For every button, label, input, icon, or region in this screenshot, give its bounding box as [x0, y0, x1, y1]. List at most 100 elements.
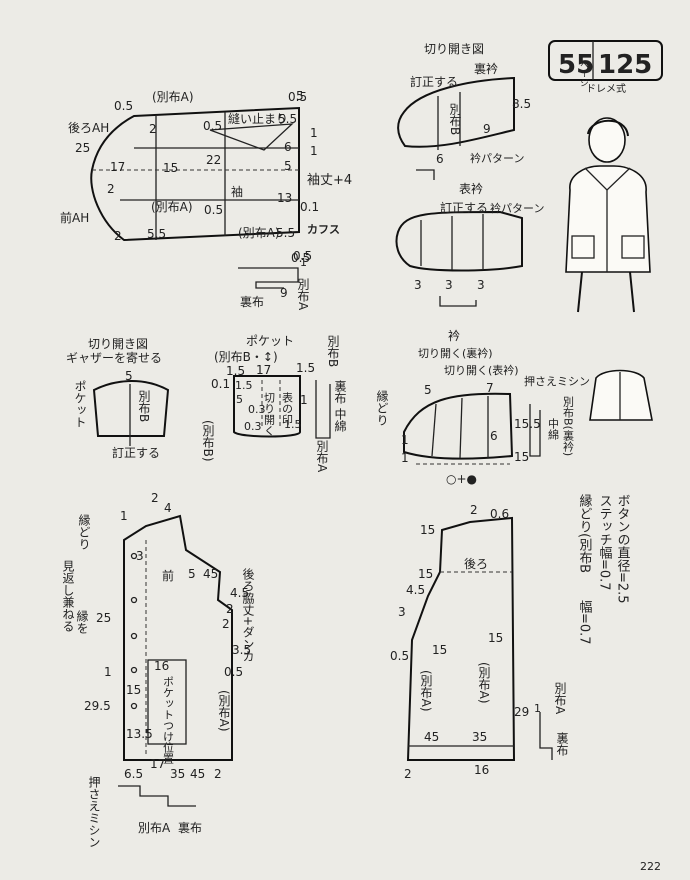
- label-notes-edge: 縁どり(別布B: [577, 493, 593, 573]
- label-front-n35: 3.5: [232, 643, 251, 657]
- page-ref-b: 125: [598, 50, 652, 80]
- label-pocket-n15d: 1.5: [284, 418, 302, 431]
- label-front-n2b: 2: [226, 602, 234, 616]
- label-topcollar-correct: 訂正する: [440, 200, 488, 215]
- front-bodice-pattern: 前 縁どり 見返し兼ねる 縁を 後ろ脇丈+ダンカ ポケットつけ位置 (別布A) …: [61, 491, 255, 848]
- label-back-n06: 0.6: [490, 507, 509, 521]
- label-front-n15: 15: [126, 683, 141, 697]
- label-collar-fabric: 別布B(裏衿): [562, 396, 575, 456]
- label-sleeve-side_label: (別布A): [151, 200, 193, 214]
- label-sleeve-n05d: 0.5: [288, 90, 307, 104]
- page-number: 222: [640, 860, 661, 873]
- label-notes-stitch: ステッチ幅=0.7: [597, 494, 613, 591]
- label-front-edge2: 縁を: [75, 609, 89, 634]
- label-pocket_slash-gather: ギャザーを寄せる: [66, 350, 162, 365]
- label-front-fabric_a: 別布A: [138, 821, 171, 835]
- label-front-n2d: 2: [214, 767, 222, 781]
- label-back-n2b: 2: [404, 767, 412, 781]
- label-sleeve-length_note: 袖丈+4: [307, 173, 352, 188]
- label-collar-interlining: 中綿: [547, 418, 560, 441]
- label-front-n1a: 1: [120, 509, 128, 523]
- label-back-n29: 29: [514, 705, 529, 719]
- label-collar-n155: 15.5: [514, 417, 541, 431]
- label-sleeve-back_ah: 後ろAH: [68, 121, 109, 135]
- notes: ボタンの直径=2.5 ステッチ幅=0.7 縁どり(別布B 幅=0.7: [577, 493, 631, 644]
- label-back-n2: 2: [470, 503, 478, 517]
- label-sleeve-n05e: 0.5: [291, 251, 310, 265]
- label-pocket-n03a: 0.3: [248, 403, 266, 416]
- label-sleeve-n2c: 2: [114, 229, 122, 243]
- label-front-n25: 25: [96, 611, 111, 625]
- cuff-detail: 裏布 別布A 0.5 9 1: [238, 249, 312, 311]
- label-sleeve-name: 袖: [231, 184, 243, 199]
- label-front-n295: 29.5: [84, 699, 111, 713]
- label-notes-button: ボタンの直径=2.5: [615, 494, 631, 604]
- undercollar-slash-diagram: 切り開き図 裏衿 訂正する 別布B 8.5 9 6 衿パターン: [397, 42, 531, 180]
- label-sleeve-n1b: 1: [310, 144, 318, 158]
- label-pocket-fabric_b: 別布B: [326, 335, 340, 368]
- label-collar-press: 押さえミシン: [524, 374, 590, 388]
- jacket-back-illustration: [589, 369, 653, 421]
- label-collar-n5: 5: [424, 383, 432, 397]
- label-back-n16: 16: [474, 763, 489, 777]
- label-sleeve-cuffs: カフス: [307, 223, 340, 236]
- label-pocket-title: ポケット: [246, 334, 294, 348]
- label-sleeve-n01: 0.1: [300, 200, 319, 214]
- label-back-n15d: 15: [488, 631, 503, 645]
- label-collar-n1a: 1: [401, 433, 409, 447]
- page-ref-kana: ページ: [578, 60, 589, 87]
- label-front-n1b: 1: [104, 665, 112, 679]
- label-collar_slash-pattern: 衿パターン: [470, 151, 524, 165]
- label-front-n45a: 45: [203, 567, 218, 581]
- label-front-n2c: 2: [222, 617, 230, 631]
- label-collar-edge: 縁どり: [375, 389, 389, 426]
- jacket-illustration: [565, 117, 651, 313]
- label-collar_slash-undercollar: 裏衿: [474, 61, 498, 76]
- label-collar-n1b: 1: [401, 451, 409, 465]
- sleeve-pattern: (別布A) 後ろAH 前AH 縫い止まり 袖 (別布A) (別布A) 袖丈+4 …: [60, 89, 352, 265]
- label-front-n3: 3: [136, 549, 144, 563]
- label-sleeve-n17: 17: [110, 160, 125, 174]
- label-collar-title: 衿: [448, 328, 460, 343]
- label-pocket-n03b: 0.3: [244, 420, 262, 433]
- label-front-n2: 2: [151, 491, 159, 505]
- label-collar_slash-n9: 9: [483, 122, 491, 136]
- label-pocket_slash-title: 切り開き図: [88, 337, 148, 351]
- label-front-press: 押さえミシン: [87, 776, 101, 848]
- label-front-n05: 0.5: [224, 665, 243, 679]
- page-reference-box: 55 ページ 125 ドレメ式: [548, 40, 663, 95]
- label-back-n35: 35: [472, 730, 487, 744]
- label-sleeve-n55d: 5: [284, 159, 292, 173]
- label-collar-n7: 7: [486, 381, 494, 395]
- label-front-n16: 16: [154, 659, 169, 673]
- label-topcollar-pattern: 衿パターン: [490, 201, 544, 215]
- label-sleeve-n55c: 5.5: [276, 226, 295, 240]
- label-sleeve-bottom_label: (別布A): [238, 226, 280, 240]
- label-pocket-n15b: 1.5: [296, 361, 315, 375]
- label-collar_slash-correct: 訂正する: [410, 74, 458, 89]
- label-front-n135: 13.5: [126, 727, 153, 741]
- label-collar_slash-fabric: 別布B: [448, 103, 462, 136]
- label-collar-n15: 15: [514, 450, 529, 464]
- label-pocket-open: 切り開く: [263, 392, 276, 436]
- label-sleeve-n1a: 1: [310, 126, 318, 140]
- label-back_detail-fabric: 別布A: [553, 682, 567, 715]
- label-sleeve-n13: 13: [277, 191, 292, 205]
- label-cuff_detail-n9: 9: [280, 286, 288, 300]
- label-pocket-n5: 5: [236, 393, 243, 406]
- label-front-n35b: 35: [170, 767, 185, 781]
- label-cuff_detail-fabric: 別布A: [296, 278, 310, 311]
- label-sleeve-stitch_stop: 縫い止まり: [228, 111, 288, 126]
- label-front-side_note: 後ろ脇丈+ダンカ: [241, 568, 255, 663]
- label-front-edge: 縁どり: [77, 513, 91, 550]
- label-collar-open_under: 切り開く(裏衿): [418, 346, 493, 360]
- label-pocket-fabric_b2: (別布B): [201, 420, 215, 462]
- label-cuff_detail-n1: 1: [300, 256, 307, 269]
- label-sleeve-n05a: 0.5: [114, 99, 133, 113]
- label-sleeve-n5: 5: [296, 89, 304, 103]
- label-sleeve-n15: 15: [163, 161, 178, 175]
- label-collar-open_top: 切り開く(表衿): [444, 363, 519, 377]
- label-back-n45b: 45: [424, 730, 439, 744]
